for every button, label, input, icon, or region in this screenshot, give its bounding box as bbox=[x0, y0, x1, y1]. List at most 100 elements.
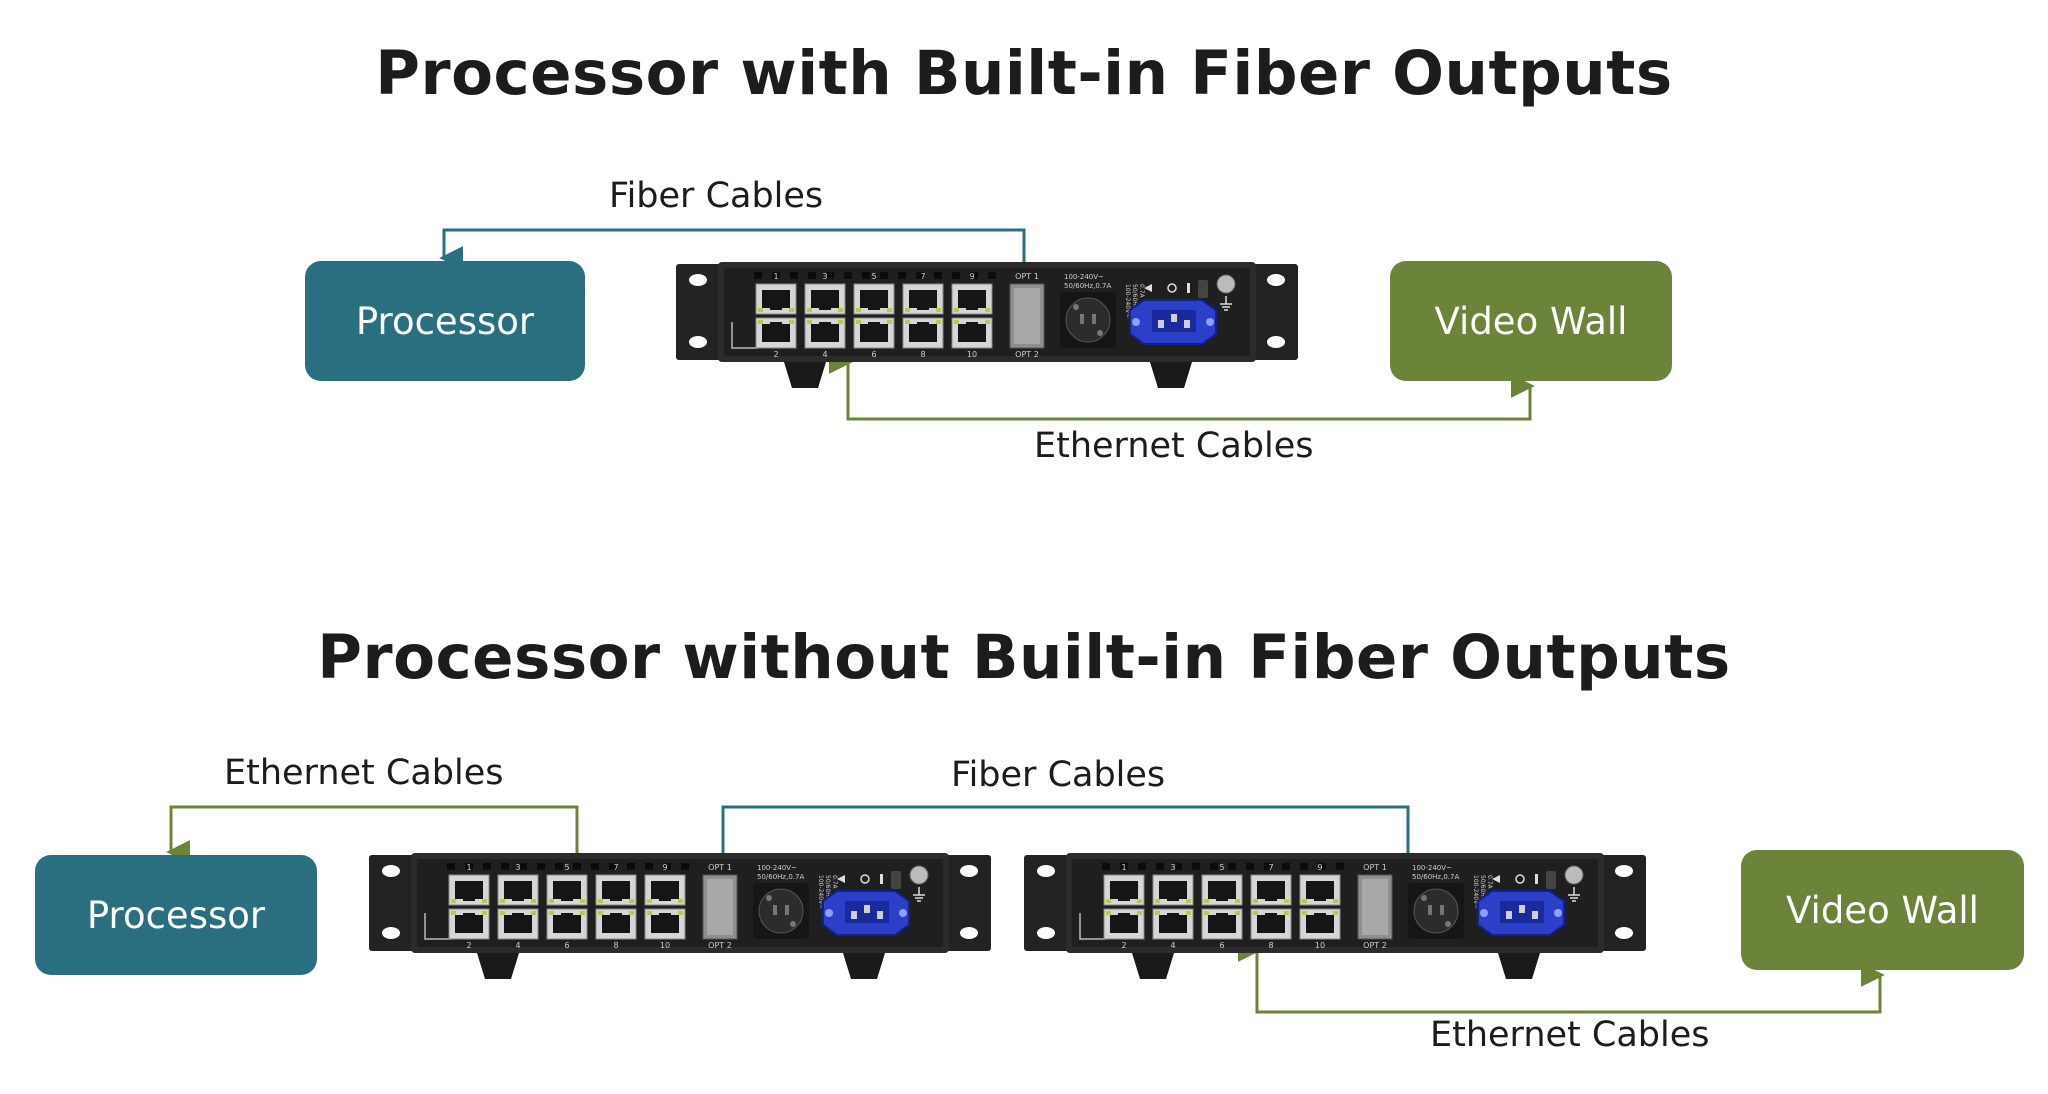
ground-symbol bbox=[1220, 296, 1232, 311]
rj45-socket bbox=[958, 290, 986, 308]
port-number-bottom: 6 bbox=[564, 941, 569, 950]
port-led bbox=[500, 899, 505, 903]
rj45-latch bbox=[917, 304, 929, 310]
port-led bbox=[887, 308, 892, 312]
switch-arrow bbox=[837, 875, 845, 883]
port-led bbox=[1333, 899, 1338, 903]
rack-ear-right bbox=[1598, 855, 1646, 951]
vent-slot bbox=[1102, 863, 1110, 870]
vent-slot bbox=[681, 863, 689, 870]
rj45-socket bbox=[602, 915, 630, 933]
port-led bbox=[887, 320, 892, 324]
rj45-socket bbox=[504, 881, 532, 899]
rj45-socket bbox=[860, 324, 888, 342]
vent-slot bbox=[1120, 863, 1128, 870]
port-led bbox=[1333, 911, 1338, 915]
side-spec-line2: 50/60Hz, bbox=[1131, 284, 1138, 311]
rj45-latch bbox=[659, 913, 671, 919]
port-led bbox=[1137, 911, 1142, 915]
rack-ear-right bbox=[1250, 264, 1298, 360]
bottom-right-ethernet-label: Ethernet Cables bbox=[1430, 1015, 1710, 1055]
port-led bbox=[531, 899, 536, 903]
port-number-top: 7 bbox=[613, 863, 618, 872]
vent-slot bbox=[627, 863, 635, 870]
iec-pin bbox=[864, 905, 870, 913]
port-led bbox=[807, 308, 812, 312]
vent-slot bbox=[1246, 863, 1254, 870]
vent-slot bbox=[573, 863, 581, 870]
bottom-left-ethernet-label: Ethernet Cables bbox=[224, 753, 504, 793]
port-led bbox=[678, 899, 683, 903]
port-number-bottom: 6 bbox=[1219, 941, 1224, 950]
top-video-wall-box: Video Wall bbox=[1390, 261, 1672, 381]
rack-ear-left bbox=[1024, 855, 1072, 951]
fiber-optic-face bbox=[1362, 879, 1388, 935]
port-led bbox=[1155, 911, 1160, 915]
switch-off-symbol bbox=[1167, 283, 1177, 293]
power-pin bbox=[1080, 314, 1084, 324]
rj45-socket bbox=[958, 324, 986, 342]
rj45-socket bbox=[909, 324, 937, 342]
port-led bbox=[451, 911, 456, 915]
port-led bbox=[482, 911, 487, 915]
port-led bbox=[1253, 899, 1258, 903]
rack-hole bbox=[382, 927, 400, 939]
port-number-bottom: 4 bbox=[515, 941, 520, 950]
rj45-latch bbox=[1265, 913, 1277, 919]
rj45-socket bbox=[651, 915, 679, 933]
rack-hole bbox=[960, 927, 978, 939]
port-led bbox=[1204, 911, 1209, 915]
vent-slot bbox=[1192, 863, 1200, 870]
port-led bbox=[500, 911, 505, 915]
vent-slot bbox=[844, 272, 852, 279]
rj45-latch bbox=[1216, 895, 1228, 901]
rj45-socket bbox=[602, 881, 630, 899]
top-video-wall-label: Video Wall bbox=[1434, 299, 1628, 343]
vent-slot bbox=[1228, 863, 1236, 870]
vent-slot bbox=[772, 272, 780, 279]
vent-slot bbox=[808, 272, 816, 279]
port-led bbox=[1284, 899, 1289, 903]
iec-pin bbox=[1532, 911, 1538, 919]
port-led bbox=[936, 308, 941, 312]
rj45-latch bbox=[819, 304, 831, 310]
port-led bbox=[905, 320, 910, 324]
rj45-latch bbox=[463, 913, 475, 919]
port-led bbox=[549, 911, 554, 915]
port-number-bottom: 2 bbox=[773, 350, 778, 359]
opt1-label: OPT 1 bbox=[1015, 272, 1039, 281]
power-switch bbox=[891, 871, 901, 889]
rj45-socket bbox=[1306, 881, 1334, 899]
switch-on-symbol bbox=[1187, 283, 1190, 293]
port-number-bottom: 8 bbox=[920, 350, 925, 359]
port-led bbox=[758, 308, 763, 312]
rj45-latch bbox=[1118, 895, 1130, 901]
port-led bbox=[807, 320, 812, 324]
port-led bbox=[1106, 911, 1111, 915]
port-led bbox=[838, 308, 843, 312]
port-number-top: 5 bbox=[871, 272, 876, 281]
port-number-top: 3 bbox=[515, 863, 520, 872]
rj45-latch bbox=[1314, 895, 1326, 901]
device-foot bbox=[784, 362, 826, 388]
port-led bbox=[1186, 911, 1191, 915]
port-led bbox=[1235, 911, 1240, 915]
side-spec-line1: 100-240V~ bbox=[1124, 284, 1131, 318]
port-number-bottom: 10 bbox=[967, 350, 977, 359]
port-number-top: 3 bbox=[822, 272, 827, 281]
port-led bbox=[789, 320, 794, 324]
iec-pin bbox=[1158, 320, 1164, 328]
port-number-top: 9 bbox=[662, 863, 667, 872]
switch-off-symbol bbox=[860, 874, 870, 884]
rj45-socket bbox=[553, 915, 581, 933]
side-spec-line1: 100-240V~ bbox=[1472, 875, 1479, 909]
rj45-socket bbox=[1110, 915, 1138, 933]
fiber-optic-face bbox=[707, 879, 733, 935]
ground-screw bbox=[909, 865, 929, 885]
bottom-right-ethernet-line bbox=[1237, 938, 1885, 1014]
panel-corner-mark bbox=[1079, 913, 1106, 940]
vent-slot bbox=[1318, 863, 1326, 870]
rj45-latch bbox=[512, 895, 524, 901]
